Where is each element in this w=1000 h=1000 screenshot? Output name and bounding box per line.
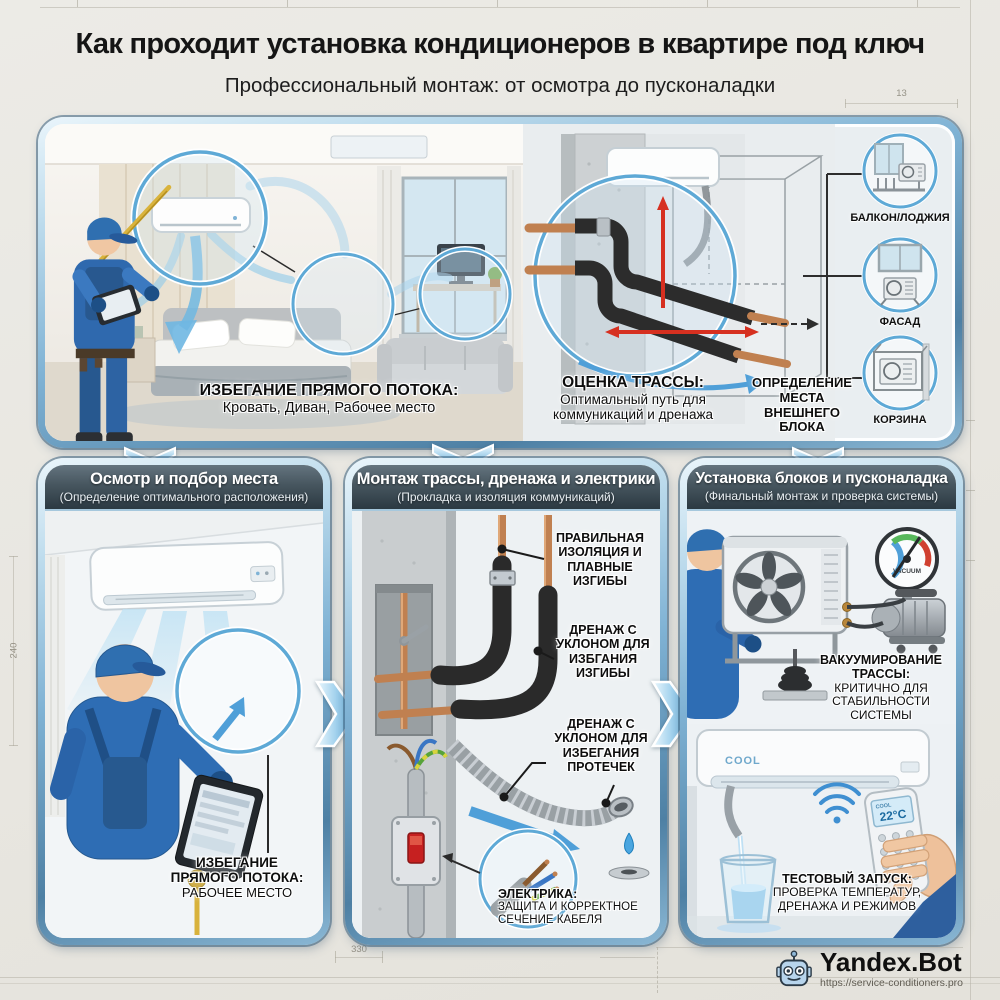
page-title: Как проходит установка кондиционеров в к… [75,28,926,60]
outdoor-unit-icon [721,535,852,635]
brand-url: https://service-conditioners.pro [820,977,963,989]
valve-handle [401,624,429,644]
technician-figure [72,184,172,441]
room-scene-illustration [45,124,523,441]
outdoor-option-balcony: БАЛКОН/ЛОДЖИЯ [847,132,953,224]
airflow-label: ИЗБЕГАНИЕ ПРЯМОГО ПОТОКА: Кровать, Диван… [199,382,459,417]
measuring-cup-icon [719,854,777,924]
step-2-subtitle: (Прокладка и изоляция коммуникаций) [397,490,615,504]
step-1-title: Осмотр и подбор места [90,470,278,488]
sofa-icon [377,338,513,394]
vacuum-label: ВАКУУМИРОВАНИЕ ТРАССЫ: КРИТИЧНО ДЛЯ СТАБ… [820,653,942,722]
route-arrow-red [605,196,759,338]
copper-stubs [374,670,460,719]
magnifier-circle-vent [173,626,303,756]
step-panel-2: Монтаж трассы, дренажа и электрики (Прок… [345,458,667,945]
sheet-top-line [40,7,960,8]
dimension-label-left: 240 [8,642,20,659]
vibration-mount-icon [762,649,828,701]
remote-temp-text: 22°C [879,806,908,824]
step-3-header: Установка блоков и пусконаладка (Финальн… [687,465,956,511]
insulation-label: ПРАВИЛЬНАЯ ИЗОЛЯЦИЯ И ПЛАВНЫЕ ИЗГИБЫ [555,531,645,588]
piping-scene-illustration [352,511,660,938]
ac-display-text: COOL [725,755,761,767]
outdoor-option-facade: ФАСАД [847,236,953,328]
step-2-title: Монтаж трассы, дренажа и электрики [356,470,656,488]
right-chevron-icon [650,680,695,748]
right-chevron-icon [314,680,359,748]
water-pool [717,923,781,933]
step-panel-1: Осмотр и подбор места (Определение оптим… [38,458,330,945]
ac-unit-icon: COOL [696,729,930,789]
pipe-clamp [489,570,516,586]
route-label: ОЦЕНКА ТРАССЫ: Оптимальный путь для комм… [553,374,713,423]
step-1-subtitle: (Определение оптимального расположения) [59,490,309,504]
electric-label: ЭЛЕКТРИКА: ЗАЩИТА И КОРРЕКТНОЕ СЕЧЕНИЕ К… [498,887,638,927]
page-subtitle: Профессиональный монтаж: от осмотра до п… [224,74,776,97]
brand-name: Yandex.Bot [820,947,962,977]
rug [110,399,400,429]
technician-figure [50,644,264,935]
options-bracket [803,173,863,379]
conduit [682,185,712,267]
step-3-subtitle: (Финальный монтаж и проверка системы) [704,489,939,503]
avoid-flow-label: ИЗБЕГАНИЕ ПРЯМОГО ПОТОКА: РАБОЧЕЕ МЕСТО [170,855,304,900]
step-panel-3: Установка блоков и пусконаладка (Финальн… [680,458,963,945]
drain-hose-icon [446,739,634,827]
dimension-label-top: 13 [896,88,907,99]
ac-unit-icon [89,541,285,611]
cable-wires-icon [386,738,448,771]
switch-box-icon [391,816,441,886]
exit-arrow-dashed [761,318,819,330]
drain-arrow-blue [578,359,765,394]
step-1-header: Осмотр и подбор места (Определение оптим… [45,465,323,511]
outdoor-location-label: ОПРЕДЕЛЕНИЕ МЕСТА ВНЕШНЕГО БЛОКА [752,375,852,435]
testrun-scene-illustration: COOL COOL 22°C [687,724,956,938]
wifi-icon [813,782,861,814]
wall-section-illustration [523,124,835,441]
ceiling [45,124,523,164]
ac-unit-icon [151,197,251,233]
outdoor-options-column: БАЛКОН/ЛОДЖИЯ ФАСАД [847,124,953,441]
gauge-text: VACUUM [893,568,921,575]
copper-pipes-icon [524,223,580,275]
magnifier-circle-cable [477,828,579,930]
vacuum-scene-illustration: VACUUM [687,511,956,724]
drain-leak-label: ДРЕНАЖ С УКЛОНОМ ДЛЯ ИЗБЕГАНИЯ ПРОТЕЧЕК [554,717,648,774]
test-run-label: ТЕСТОВЫЙ ЗАПУСК: ПРОВЕРКА ТЕМПЕРАТУР, ДР… [772,872,922,913]
inspection-scene-illustration [45,511,323,938]
ceiling-light-icon [330,135,428,159]
balcony-icon [861,132,939,210]
drain-tube [724,784,743,839]
fingers [880,834,930,904]
step-3-title: Установка блоков и пусконаладка [695,470,948,487]
water-drop-icon [624,832,634,855]
mounting-bracket [725,633,845,664]
option-label: КОРЗИНА [873,414,927,426]
facade-icon [861,236,939,314]
drain-slope-label: ДРЕНАЖ С УКЛОНОМ ДЛЯ ИЗБГАНИЯ ИЗГИБЫ [556,623,650,680]
step-2-header: Монтаж трассы, дренажа и электрики (Прок… [352,465,660,511]
vacuum-pump-icon [871,589,946,654]
leader-lines [497,544,615,808]
outdoor-option-basket: КОРЗИНА [847,334,953,426]
remote-mode-text: COOL [875,802,892,810]
footer-brand-block: Yandex.Bot https://service-conditioners.… [775,949,963,991]
option-label: БАЛКОН/ЛОДЖИЯ [850,212,950,224]
sleeve [893,874,956,938]
magnifier-circle-bed [290,251,396,357]
insulated-pipes-icon [575,218,756,364]
tablet-icon [174,774,264,880]
insulated-pipes-icon [430,555,558,720]
magnifier-circle-desk [417,246,513,342]
overview-panel: БАЛКОН/ЛОДЖИЯ ФАСАД [38,117,962,448]
service-hoses [846,597,907,629]
robot-icon [776,950,812,987]
basket-icon [861,334,939,412]
option-label: ФАСАД [879,316,921,328]
dimension-label-bottom: 330 [351,944,367,955]
